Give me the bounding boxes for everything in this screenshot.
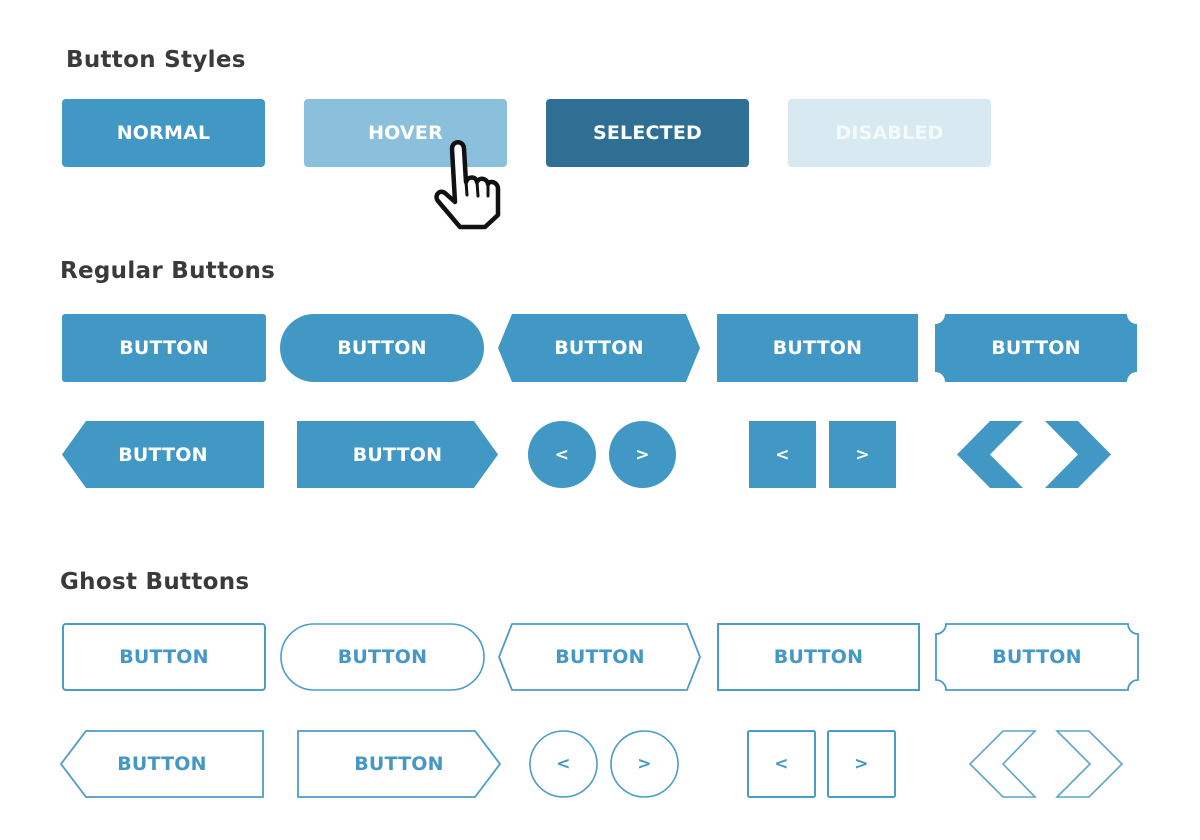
chevron-right-icon: >: [637, 754, 652, 774]
button-label: BUTTON: [354, 753, 444, 775]
button-label: BUTTON: [337, 646, 428, 668]
regular-circle-next-button[interactable]: >: [609, 421, 676, 488]
ghost-circle-next-button[interactable]: >: [610, 730, 679, 798]
button-label: BUTTON: [991, 337, 1081, 359]
chevron-left-icon: <: [775, 444, 790, 465]
regular-rectangle-button[interactable]: BUTTON: [717, 314, 918, 382]
regular-arrow-right-button[interactable]: BUTTON: [297, 421, 498, 488]
chevron-left-icon: [957, 421, 1023, 488]
regular-arrow-left-button[interactable]: BUTTON: [62, 421, 264, 488]
button-label: BUTTON: [118, 443, 208, 466]
button-label: BUTTON: [555, 646, 645, 668]
ghost-hexagon-button[interactable]: BUTTON: [498, 623, 702, 691]
section-title-ghost-buttons: Ghost Buttons: [60, 569, 250, 595]
button-label: BUTTON: [352, 443, 443, 466]
normal-button[interactable]: NORMAL: [62, 99, 265, 167]
button-label: BUTTON: [992, 646, 1082, 668]
selected-button[interactable]: SELECTED: [546, 99, 749, 167]
hand-pointer-icon: [434, 140, 501, 230]
ghost-chevron-prev-button[interactable]: [968, 730, 1037, 798]
chevron-right-icon: [1055, 730, 1124, 798]
section-title-button-styles: Button Styles: [66, 47, 246, 73]
disabled-button: DISABLED: [788, 99, 991, 167]
chevron-right-icon: >: [854, 754, 869, 774]
chevron-right-icon: >: [855, 444, 870, 465]
ghost-ticket-button[interactable]: BUTTON: [935, 623, 1139, 691]
button-label: BUTTON: [119, 337, 209, 359]
ghost-pill-button[interactable]: BUTTON: [280, 623, 485, 691]
regular-hexagon-button[interactable]: BUTTON: [498, 314, 700, 382]
button-label: BUTTON: [337, 337, 427, 359]
hover-button[interactable]: HOVER: [304, 99, 507, 167]
button-label: BUTTON: [117, 753, 207, 775]
regular-chevron-next-button[interactable]: [1045, 421, 1111, 488]
ghost-rectangle-button[interactable]: BUTTON: [717, 623, 920, 691]
chevron-left-icon: <: [774, 754, 789, 774]
ghost-rounded-rectangle-button[interactable]: BUTTON: [62, 623, 266, 691]
ghost-square-prev-button[interactable]: <: [747, 730, 816, 798]
regular-square-prev-button[interactable]: <: [749, 421, 816, 488]
regular-circle-prev-button[interactable]: <: [528, 421, 596, 488]
chevron-right-icon: [1045, 421, 1111, 488]
button-label: BUTTON: [119, 646, 209, 668]
regular-rounded-rectangle-button[interactable]: BUTTON: [62, 314, 266, 382]
chevron-right-icon: >: [635, 444, 650, 465]
button-label: BUTTON: [773, 646, 864, 668]
button-label: BUTTON: [772, 337, 863, 359]
regular-pill-button[interactable]: BUTTON: [280, 314, 484, 382]
section-title-regular-buttons: Regular Buttons: [60, 258, 276, 284]
ghost-arrow-right-button[interactable]: BUTTON: [297, 730, 502, 798]
regular-ticket-button[interactable]: BUTTON: [935, 314, 1137, 382]
chevron-left-icon: <: [554, 444, 570, 465]
button-label: BUTTON: [554, 337, 644, 359]
regular-square-next-button[interactable]: >: [829, 421, 896, 488]
chevron-left-icon: <: [556, 754, 571, 774]
ghost-chevron-next-button[interactable]: [1055, 730, 1125, 798]
regular-chevron-prev-button[interactable]: [957, 421, 1023, 488]
ghost-square-next-button[interactable]: >: [827, 730, 896, 798]
chevron-left-icon: [968, 730, 1037, 798]
ghost-arrow-left-button[interactable]: BUTTON: [59, 730, 264, 798]
ghost-circle-prev-button[interactable]: <: [529, 730, 598, 798]
